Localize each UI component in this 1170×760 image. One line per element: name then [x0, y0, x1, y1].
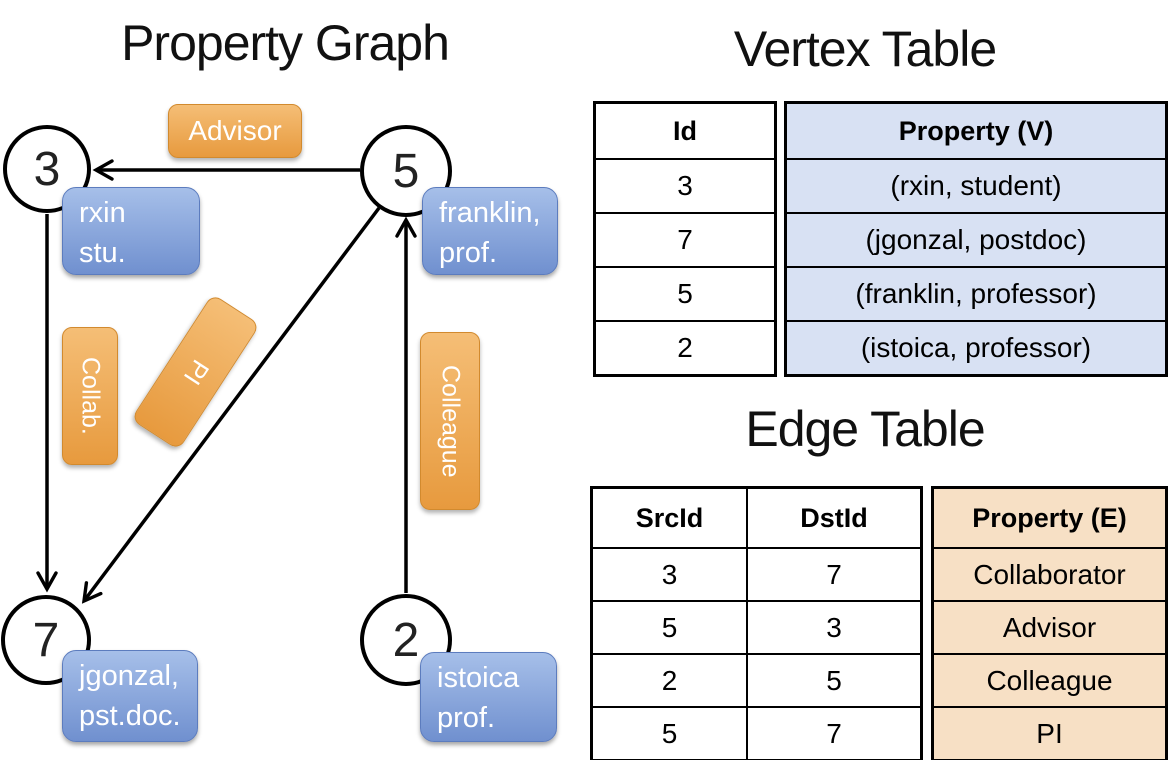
table-row: 2 — [596, 320, 774, 374]
edge-src-cell: 5 — [661, 611, 678, 643]
edge-label-colleague: Colleague — [420, 332, 480, 510]
table-row: 5 — [596, 266, 774, 320]
vertex-table-property-column: Property (V) (rxin, student) (jgonzal, p… — [784, 101, 1168, 377]
vertex-label-rxin: rxin stu. — [62, 187, 200, 275]
table-row: Colleague — [934, 653, 1165, 706]
edge-table-header-dstid: DstId — [746, 489, 920, 547]
edge-label-pi: PI — [130, 293, 261, 451]
edge-label-collab-text: Collab. — [76, 357, 105, 435]
table-row: (rxin, student) — [787, 158, 1165, 212]
vertex-table-header-row: Property (V) — [787, 104, 1165, 158]
table-row: 7 — [596, 212, 774, 266]
vertex-table-header-property: Property (V) — [787, 104, 1165, 158]
vertex-id-cell: 5 — [677, 278, 693, 309]
vertex-label-jgonzal: jgonzal, pst.doc. — [62, 650, 198, 742]
vertex-node-3-id: 3 — [33, 142, 61, 196]
property-graph-title: Property Graph — [121, 15, 450, 71]
table-row: 2 5 — [593, 653, 920, 706]
edge-dst-cell: 3 — [746, 602, 920, 653]
table-row: 5 3 — [593, 600, 920, 653]
edge-dst-cell: 7 — [746, 708, 920, 759]
vertex-label-jgonzal-line1: jgonzal, — [79, 660, 179, 692]
vertex-node-2-id: 2 — [392, 613, 420, 667]
edge-dst-cell: 5 — [746, 655, 920, 706]
vertex-node-3: 3 — [3, 125, 91, 213]
vertex-label-rxin-line2: stu. — [79, 237, 126, 269]
vertex-id-cell: 3 — [677, 170, 693, 201]
edge-table-header-row: Property (E) — [934, 489, 1165, 547]
edge-src-cell: 2 — [661, 664, 678, 696]
edge-label-colleague-text: Colleague — [436, 364, 465, 478]
vertex-label-istoica-line1: istoica — [437, 662, 520, 694]
edge-dst-cell: 7 — [746, 549, 920, 600]
table-row: Collaborator — [934, 547, 1165, 600]
edge-property-cell: Colleague — [934, 655, 1165, 706]
table-row: (franklin, professor) — [787, 266, 1165, 320]
vertex-label-jgonzal-line2: pst.doc. — [79, 700, 181, 732]
edge-label-collab: Collab. — [62, 327, 118, 465]
vertex-property-cell: (franklin, professor) — [787, 268, 1165, 320]
vertex-node-5-id: 5 — [392, 144, 420, 198]
vertex-label-franklin: franklin, prof. — [422, 187, 558, 275]
vertex-id-cell: 7 — [677, 224, 693, 255]
edge-property-cell: PI — [934, 708, 1165, 759]
vertex-table-header-row: Id — [596, 104, 774, 158]
vertex-table-title: Vertex Table — [733, 21, 997, 77]
edge-table-header-row: SrcId DstId — [593, 489, 920, 547]
edge-table-header-srcid: SrcId — [635, 502, 704, 533]
vertex-property-cell: (jgonzal, postdoc) — [787, 214, 1165, 266]
vertex-property-cell: (rxin, student) — [787, 160, 1165, 212]
edge-table-header-property: Property (E) — [934, 489, 1165, 547]
vertex-label-franklin-line2: prof. — [439, 237, 498, 269]
edge-src-cell: 3 — [661, 558, 678, 590]
vertex-node-7-id: 7 — [32, 613, 60, 667]
edge-label-pi-text: PI — [177, 354, 215, 390]
table-row: 3 — [596, 158, 774, 212]
edge-table-title: Edge Table — [745, 401, 985, 457]
edge-label-advisor: Advisor — [168, 104, 302, 158]
vertex-table-id-column: Id 3 7 5 2 — [593, 101, 777, 377]
vertex-label-rxin-line1: rxin — [79, 197, 126, 229]
vertex-label-istoica-line2: prof. — [437, 702, 496, 734]
vertex-table-header-id: Id — [673, 115, 697, 146]
vertex-node-5: 5 — [360, 125, 452, 217]
edge-property-cell: Advisor — [934, 602, 1165, 653]
edge-table-id-columns: SrcId DstId 3 7 5 3 2 5 5 7 — [590, 486, 923, 760]
edge-src-cell: 5 — [661, 717, 678, 749]
vertex-label-franklin-line1: franklin, — [439, 197, 541, 229]
table-row: PI — [934, 706, 1165, 759]
vertex-id-cell: 2 — [677, 332, 693, 363]
edge-label-advisor-text: Advisor — [188, 115, 282, 146]
vertex-label-istoica: istoica prof. — [420, 652, 557, 742]
table-row: 3 7 — [593, 547, 920, 600]
vertex-property-cell: (istoica, professor) — [787, 322, 1165, 374]
table-row: (jgonzal, postdoc) — [787, 212, 1165, 266]
edge-property-cell: Collaborator — [934, 549, 1165, 600]
table-row: (istoica, professor) — [787, 320, 1165, 374]
table-row: Advisor — [934, 600, 1165, 653]
table-row: 5 7 — [593, 706, 920, 759]
edge-table-property-column: Property (E) Collaborator Advisor Collea… — [931, 486, 1168, 760]
